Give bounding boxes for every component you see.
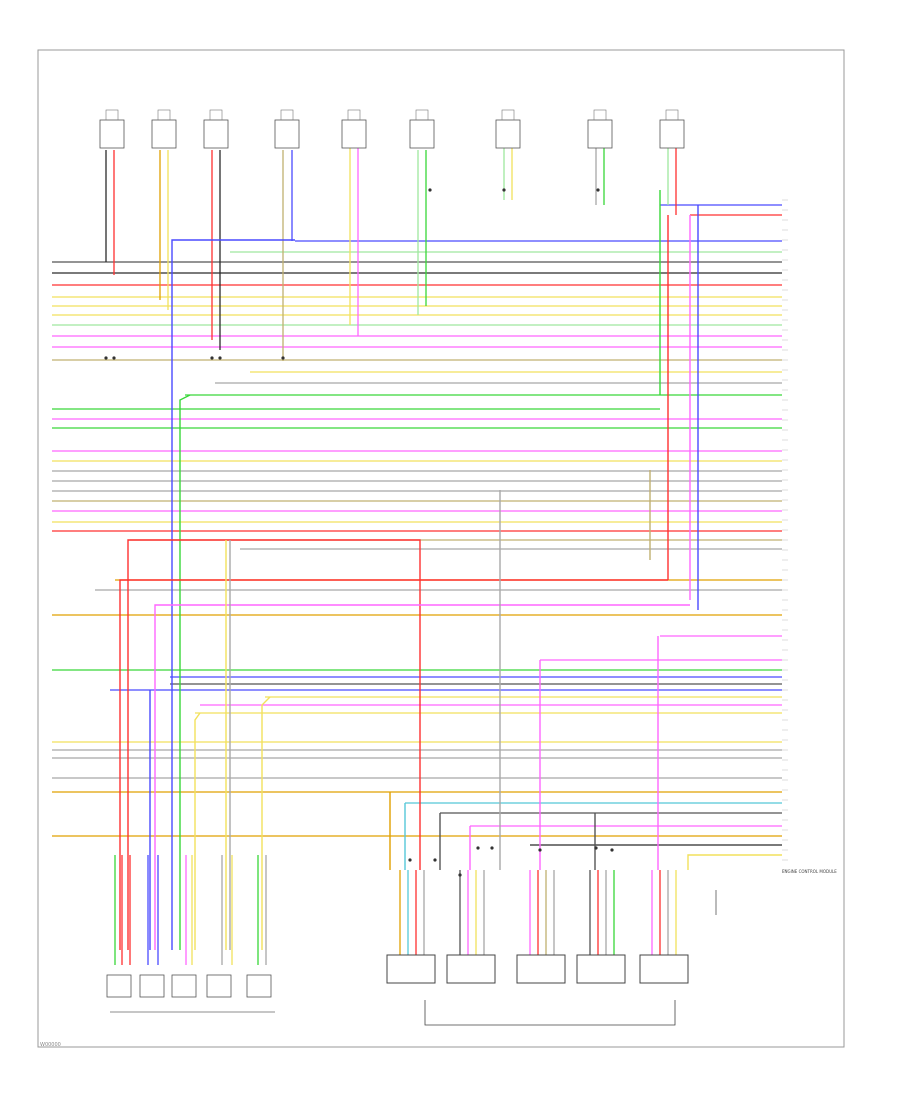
sensor-connector — [587, 119, 613, 149]
splice-dot — [428, 188, 432, 192]
sensor-connector — [409, 119, 435, 149]
wire — [127, 539, 421, 950]
fuel-injector — [139, 974, 165, 998]
sensor-connector — [274, 119, 300, 149]
sensor-connector — [99, 119, 125, 149]
splice-dot — [610, 848, 614, 852]
sensor-housing — [280, 109, 294, 121]
component-group — [99, 109, 788, 1026]
splice-dot — [476, 846, 480, 850]
fuel-injector — [171, 974, 197, 998]
sensor-connector — [151, 119, 177, 149]
sensor-housing — [415, 109, 429, 121]
sensor-housing — [665, 109, 679, 121]
splice-dot — [502, 188, 506, 192]
sensor-housing — [157, 109, 171, 121]
sensor-connector — [203, 119, 229, 149]
ignition-coil — [386, 954, 436, 984]
fuel-injector — [206, 974, 232, 998]
ignition-coil — [446, 954, 496, 984]
splice-dot — [408, 858, 412, 862]
splice-dot — [104, 356, 108, 360]
splice-dot — [594, 846, 598, 850]
ignition-coil — [639, 954, 689, 984]
ignition-coil — [516, 954, 566, 984]
splice-dot — [596, 188, 600, 192]
sensor-housing — [593, 109, 607, 121]
splice-dot — [490, 846, 494, 850]
ignition-coil — [576, 954, 626, 984]
coil-ground-bracket — [424, 1000, 676, 1026]
sensor-housing — [105, 109, 119, 121]
wire — [154, 604, 690, 950]
splice-dot — [281, 356, 285, 360]
splice-dot — [433, 858, 437, 862]
sensor-housing — [347, 109, 361, 121]
wire — [687, 854, 782, 870]
wire-harness — [52, 140, 782, 965]
wire — [179, 394, 191, 950]
splice-dot — [218, 356, 222, 360]
sensor-connector — [495, 119, 521, 149]
sensor-connector — [341, 119, 367, 149]
wire — [171, 239, 295, 950]
splice-dot — [210, 356, 214, 360]
fuel-injector — [246, 974, 272, 998]
splice-dot — [458, 873, 462, 877]
splice-dot — [538, 848, 542, 852]
fuel-injector — [106, 974, 132, 998]
wire — [194, 712, 201, 950]
sensor-housing — [209, 109, 223, 121]
diagram-frame — [37, 49, 845, 1048]
wire — [119, 579, 668, 950]
ecm-label: ENGINE CONTROL MODULE — [782, 869, 837, 874]
sensor-connector — [659, 119, 685, 149]
wire — [261, 696, 271, 950]
diagram-code: W00000 — [40, 1042, 61, 1048]
splice-dot — [112, 356, 116, 360]
sensor-housing — [501, 109, 515, 121]
